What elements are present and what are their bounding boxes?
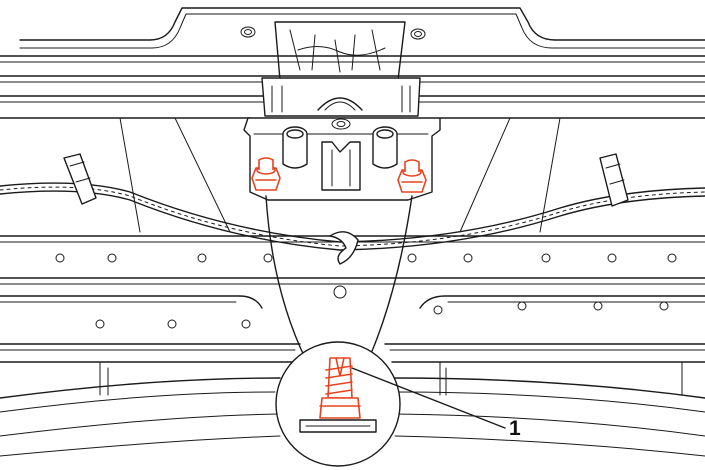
hole-row-upper [55, 253, 677, 263]
cable-clip-center [329, 231, 359, 265]
stud-left [282, 126, 308, 169]
mounting-plate [243, 117, 441, 201]
cable-clip-left [63, 153, 97, 205]
callout-1 [351, 367, 506, 429]
side-structure [119, 117, 561, 233]
nut-right-highlight [397, 159, 427, 193]
cable-clip-right [599, 153, 629, 207]
nut-left-highlight [251, 157, 281, 191]
detail-stud-highlight [319, 357, 361, 419]
stud-right [372, 126, 398, 169]
braided-cable [0, 182, 705, 251]
detail-circle [275, 341, 401, 467]
callout-label-1: 1 [509, 417, 521, 440]
hole-row-lower [95, 301, 669, 329]
latch-assembly [261, 21, 421, 117]
detail-leaders [265, 195, 413, 361]
